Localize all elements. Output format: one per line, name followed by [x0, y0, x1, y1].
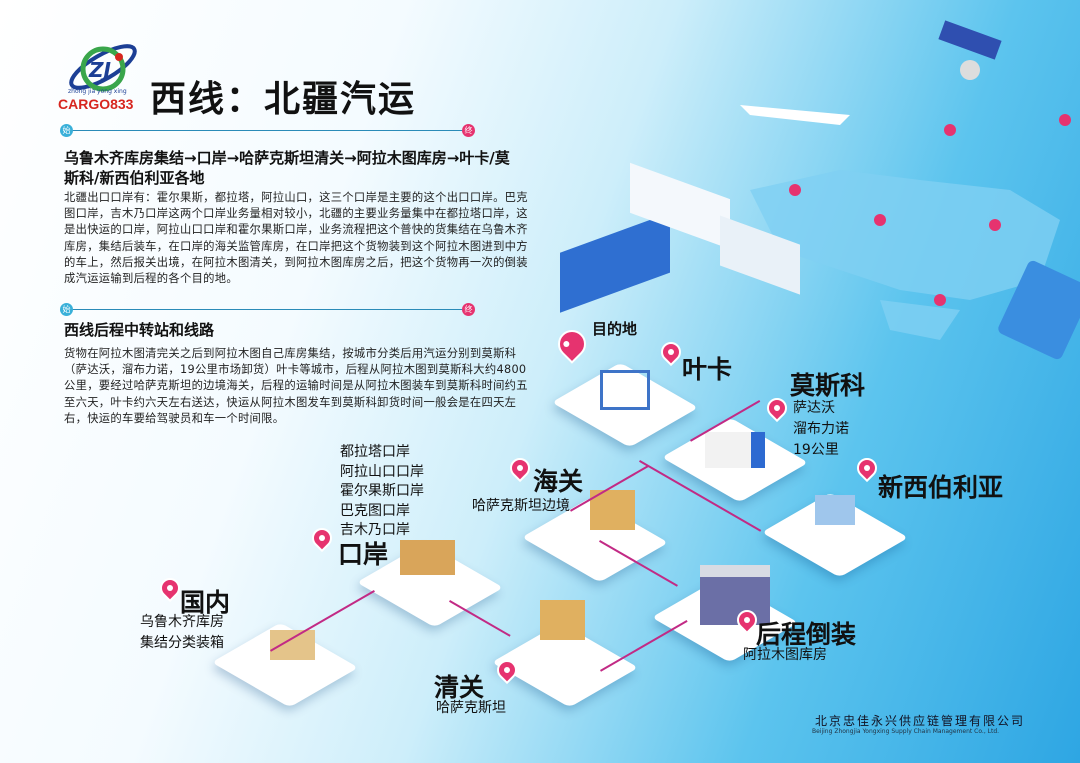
cargo-boxes-icon: [400, 540, 455, 575]
customs-label: 海关: [533, 467, 584, 496]
computer-icon: [815, 495, 855, 525]
route-line: [449, 600, 511, 637]
shelving-icon: [600, 370, 650, 410]
warehouse-icon: [700, 565, 770, 625]
transship-label: 后程倒装: [756, 620, 857, 649]
section1-heading: 乌鲁木齐库房集结→口岸→哈萨克斯坦清关→阿拉木图库房→叶卡/莫斯科/新西伯利亚各…: [64, 149, 510, 187]
clearance-sublabel: 哈萨克斯坦: [436, 700, 506, 716]
company-logo: ZJ: [69, 44, 137, 92]
yeka-label: 叶卡: [682, 355, 733, 384]
logo-text: CARGO833: [58, 96, 134, 112]
company-name: 北京忠佳永兴供应链管理有限公司: [815, 714, 1026, 728]
cargo-boxes-icon: [540, 600, 585, 640]
novosibirsk-label: 新西伯利亚: [878, 473, 1004, 502]
divider-start-end: 始终: [60, 124, 475, 138]
divider-start-end-2: 始终: [60, 303, 475, 317]
route-line: [270, 590, 375, 652]
svg-text:ZJ: ZJ: [88, 58, 112, 82]
end-badge: 终: [462, 303, 475, 316]
customs-sublabel: 哈萨克斯坦边境: [472, 498, 570, 514]
start-badge: 始: [60, 124, 73, 137]
route-line: [600, 620, 688, 672]
ports-list: 都拉塔口岸阿拉山口口岸霍尔果斯口岸巴克图口岸吉木乃口岸: [340, 444, 424, 538]
location-pin-icon: [505, 453, 535, 483]
section2-body: 货物在阿拉木图清完关之后到阿拉木图自己库房集结，按城市分类后用汽运分别到莫斯科（…: [64, 347, 528, 425]
domestic-label: 国内: [180, 588, 231, 617]
moscow-label: 莫斯科: [790, 371, 866, 400]
location-pin-icon: [307, 523, 337, 553]
location-pin-icon: [852, 453, 882, 483]
destination-label: 目的地: [592, 320, 638, 338]
location-pin-icon: [762, 393, 792, 423]
transship-sublabel: 阿拉木图库房: [743, 647, 827, 663]
cargo-boxes-icon: [590, 490, 635, 530]
logo-pinyin: zhong jia yong xing: [68, 88, 127, 95]
section1-body: 北疆出口口岸有：霍尔果斯，都拉塔，阿拉山口，这三个口岸是主要的这个出口口岸。巴克…: [64, 191, 528, 286]
clearance-label: 清关: [434, 673, 485, 702]
start-badge: 始: [60, 303, 73, 316]
end-badge: 终: [462, 124, 475, 137]
port-label: 口岸: [338, 540, 389, 569]
page-title: 西线：北疆汽运: [150, 79, 417, 120]
section2-heading: 西线后程中转站和线路: [64, 321, 215, 339]
truck-icon: [705, 432, 765, 468]
domestic-sublabels: 乌鲁木齐库房集结分类装箱: [140, 614, 224, 651]
company-name-en: Beijing Zhongjia Yongxing Supply Chain M…: [812, 728, 1000, 735]
world-map-illustration: [560, 20, 1080, 360]
